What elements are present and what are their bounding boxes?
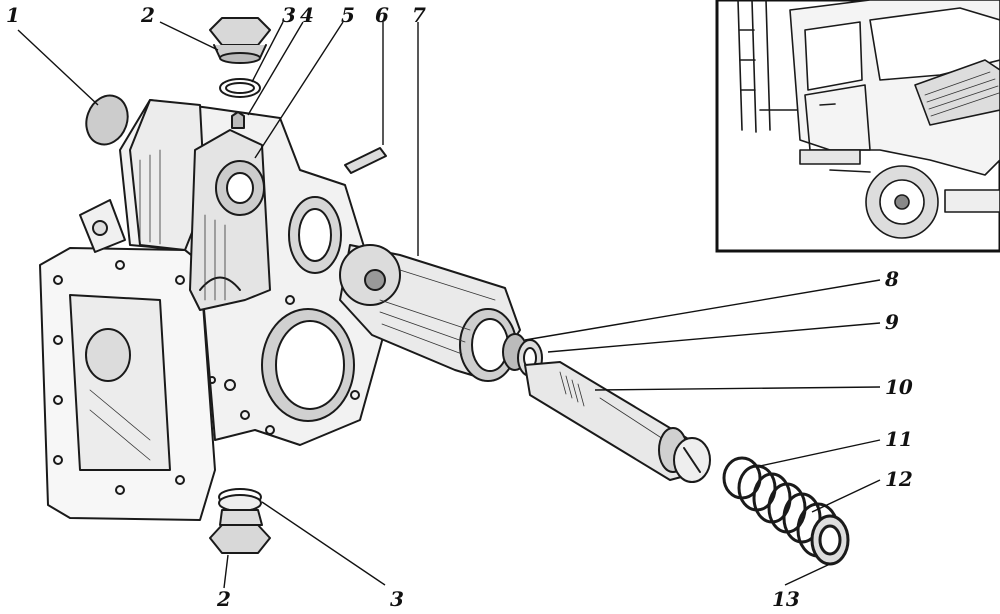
part-7-sleeve (339, 244, 521, 382)
part-2-hex-plug-bottom (209, 509, 271, 554)
callout-8: 8 (884, 267, 899, 291)
part-10-shaft (524, 361, 711, 483)
callout-3-bottom: 3 (390, 587, 404, 611)
callout-3-top: 3 (282, 3, 296, 27)
callout-9: 9 (885, 310, 899, 334)
part-4-screw (231, 111, 245, 129)
gearbox-housing (39, 99, 386, 521)
callout-6: 6 (375, 3, 389, 27)
leader-lines (17, 21, 881, 589)
callout-12: 12 (885, 467, 913, 491)
callout-2-bottom: 2 (216, 587, 231, 611)
part-2-hex-plug-top (209, 17, 271, 64)
truck-cab-icon (737, 0, 1000, 239)
part-3-washer-top (219, 78, 261, 98)
callout-labels: 1 2 3 4 5 6 7 8 9 10 11 12 13 2 3 (6, 3, 913, 611)
callout-11: 11 (885, 427, 913, 451)
callout-13: 13 (772, 587, 800, 611)
callout-1: 1 (6, 3, 20, 27)
callout-4: 4 (300, 3, 314, 27)
callout-2-top: 2 (140, 3, 155, 27)
callout-10: 10 (885, 375, 913, 399)
callout-7: 7 (412, 3, 426, 27)
part-6-pin (344, 147, 387, 174)
callout-5: 5 (341, 3, 355, 27)
part-1-cap (85, 94, 129, 146)
part-11-12-13-springs (722, 456, 850, 566)
truck-inset (715, 0, 1000, 253)
part-3-washer-bottom (218, 488, 262, 512)
